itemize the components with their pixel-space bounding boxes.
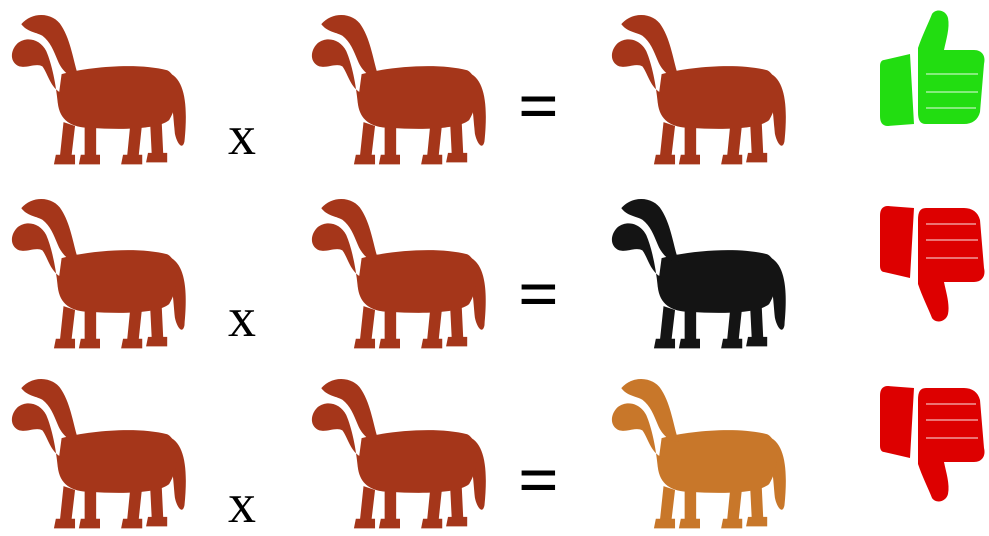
cross-row-3: x =	[0, 358, 989, 536]
cross-operator: x	[228, 287, 256, 349]
bay-horse-icon	[304, 190, 496, 355]
thumbs-down-icon	[878, 384, 988, 504]
bay-horse-icon	[4, 6, 196, 171]
bay-horse-icon	[4, 190, 196, 355]
cross-row-1: x =	[0, 0, 989, 178]
equals-sign: =	[518, 440, 560, 520]
bay-horse-icon	[4, 370, 196, 535]
cross-operator: x	[228, 473, 256, 535]
cross-row-2: x =	[0, 180, 989, 358]
black-horse-icon	[604, 190, 796, 355]
equals-sign: =	[518, 254, 560, 334]
chestnut-horse-icon	[604, 370, 796, 535]
cross-operator: x	[228, 105, 256, 167]
bay-horse-icon	[604, 6, 796, 171]
bay-horse-icon	[304, 370, 496, 535]
thumbs-up-icon	[878, 8, 988, 128]
bay-horse-icon	[304, 6, 496, 171]
thumbs-down-icon	[878, 204, 988, 324]
equals-sign: =	[518, 66, 560, 146]
